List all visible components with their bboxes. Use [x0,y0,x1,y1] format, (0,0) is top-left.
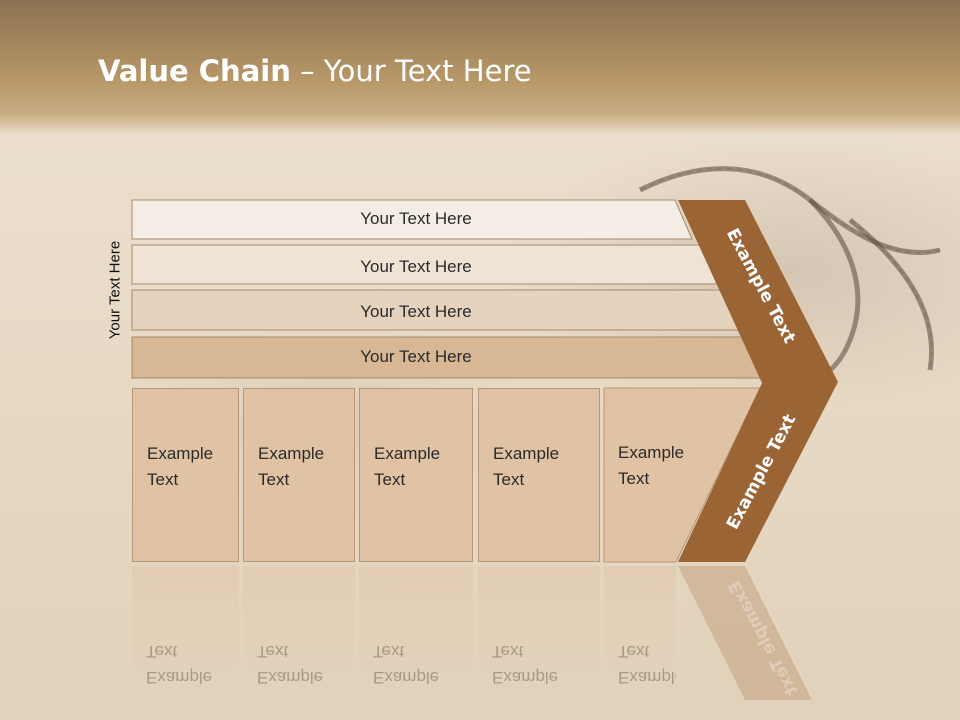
title-bold: Value Chain [98,54,291,88]
row-label-1: Your Text Here [360,209,472,228]
row-label-3: Your Text Here [360,302,472,321]
cell-3-reflection-text: Example Text [373,642,440,687]
cell-4[interactable]: Example Text [478,388,600,562]
cell-2-text: Example Text [258,444,325,489]
cell-3-reflection: Example Text [359,566,473,696]
row-bar-1[interactable] [131,199,693,240]
cell-1-reflection-text: Example Text [146,642,213,687]
title-band [0,0,960,135]
cell-5-text: Example Text [618,443,685,488]
cell-4-text: Example Text [493,444,560,489]
cell-1[interactable]: Example Text [132,388,239,562]
cell-2-reflection-text: Example Text [257,642,324,687]
cell-2[interactable]: Example Text [243,388,355,562]
cell-3-text: Example Text [374,444,441,489]
margin-arrow-reflection [678,566,812,700]
slide-title: Value Chain – Your Text Here [98,54,532,88]
cell-4-reflection: Example Text [478,566,600,696]
cell-1-text: Example Text [147,444,214,489]
cell-4-reflection-text: Example Text [492,642,559,687]
cell-3[interactable]: Example Text [359,388,473,562]
title-rest: – Your Text Here [290,54,532,88]
cell-1-reflection: Example Text [132,566,239,696]
cell-2-reflection: Example Text [243,566,355,696]
cell-5-reflection: Example Text [604,566,676,696]
row-label-2: Your Text Here [360,257,472,276]
margin-arrow[interactable] [678,200,838,562]
row-label-4: Your Text Here [360,347,472,366]
cell-5-reflection-text: Example Text [618,642,676,687]
cell-5-shape[interactable] [603,387,761,563]
